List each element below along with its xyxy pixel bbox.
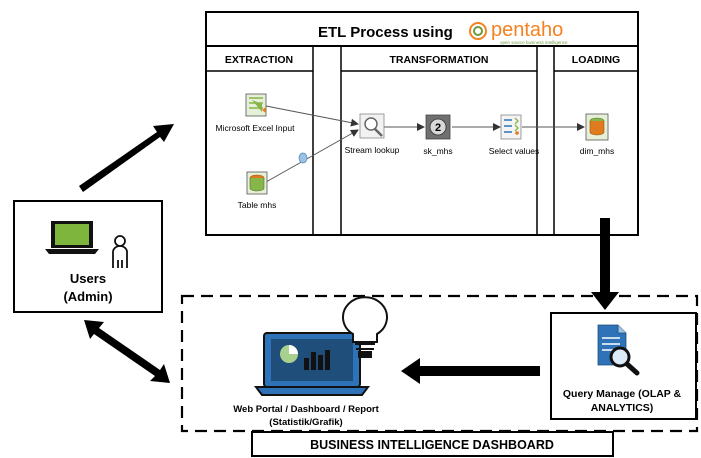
document-search-icon xyxy=(597,324,640,376)
dim-mhs-step: dim_mhs xyxy=(580,113,614,156)
query-manage-box: Query Manage (OLAP & ANALYTICS) xyxy=(550,312,697,420)
hop-info-icon xyxy=(298,152,308,164)
etl-hops xyxy=(265,105,585,183)
monitor-chart-icon xyxy=(254,332,370,396)
svg-text:sk_mhs: sk_mhs xyxy=(423,146,452,156)
table-mhs-step: Table mhs xyxy=(238,171,277,210)
query-manage-label-2: ANALYTICS) xyxy=(591,402,654,414)
svg-text:Stream lookup: Stream lookup xyxy=(345,145,400,155)
users-role-label: (Admin) xyxy=(63,289,112,304)
select-values-icon xyxy=(500,114,522,140)
web-portal-label: Web Portal / Dashboard / Report xyxy=(233,404,379,415)
section-transformation: TRANSFORMATION xyxy=(390,54,489,66)
flow-arrows xyxy=(79,124,619,384)
laptop-icon xyxy=(45,221,99,254)
users-box: Users (Admin) xyxy=(13,200,163,313)
sk-mhs-step: 2 sk_mhs xyxy=(423,114,453,156)
bi-dashboard-region xyxy=(180,294,699,433)
user-icon xyxy=(112,235,128,268)
excel-input-step: Microsoft Excel Input xyxy=(216,93,296,133)
table-input-icon xyxy=(246,171,268,195)
svg-text:2: 2 xyxy=(435,122,441,134)
arrow-users-to-etl xyxy=(79,124,174,192)
web-portal-sub-label: (Statistik/Grafik) xyxy=(269,417,342,428)
pentaho-logo: pentaho open source business intelligenc… xyxy=(469,19,568,45)
query-manage-label: Query Manage (OLAP & xyxy=(563,388,682,400)
svg-text:Table mhs: Table mhs xyxy=(238,200,277,210)
arrow-query-to-portal xyxy=(401,358,540,384)
spreadsheet-icon xyxy=(245,93,267,117)
arrow-users-portal xyxy=(84,320,170,383)
svg-text:dim_mhs: dim_mhs xyxy=(580,146,614,156)
stream-lookup-step: Stream lookup xyxy=(345,113,400,155)
svg-text:pentaho: pentaho xyxy=(491,19,563,41)
users-label: Users xyxy=(70,271,106,286)
svg-text:open source business intellige: open source business intelligence xyxy=(500,40,568,45)
bi-dashboard-label: BUSINESS INTELLIGENCE DASHBOARD xyxy=(310,438,554,452)
lightbulb-icon xyxy=(342,296,388,358)
sequence-icon: 2 xyxy=(425,114,451,140)
table-output-icon xyxy=(585,113,609,141)
etl-title: ETL Process using xyxy=(318,24,453,41)
section-extraction: EXTRACTION xyxy=(225,54,293,66)
bi-dashboard-label-box: BUSINESS INTELLIGENCE DASHBOARD xyxy=(251,431,614,457)
svg-text:Select values: Select values xyxy=(489,146,540,156)
web-portal: Web Portal / Dashboard / Report (Statist… xyxy=(233,296,388,428)
magnifier-icon xyxy=(359,113,385,139)
arrow-etl-to-query xyxy=(591,218,619,310)
select-values-step: Select values xyxy=(489,114,540,156)
svg-text:Microsoft Excel Input: Microsoft Excel Input xyxy=(216,123,296,133)
section-loading: LOADING xyxy=(572,54,620,66)
etl-panel: ETL Process using pentaho open source bu… xyxy=(205,11,639,236)
